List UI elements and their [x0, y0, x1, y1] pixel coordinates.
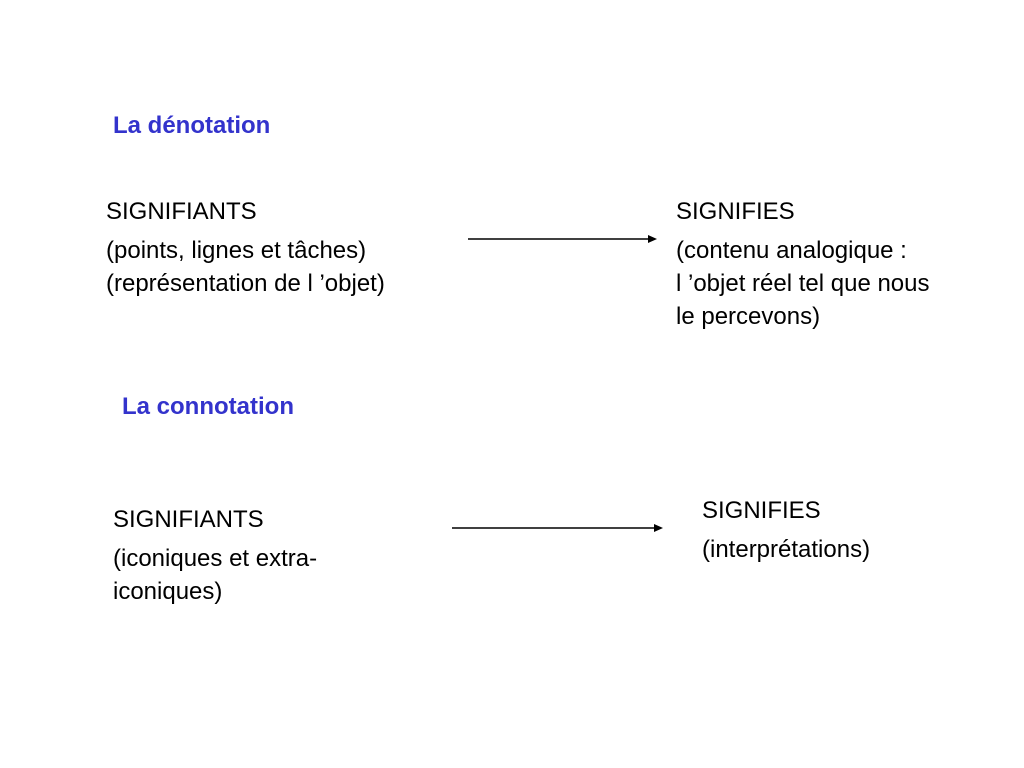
connotation-signifiants-line: (iconiques et extra-	[113, 545, 318, 572]
denotation-signifies-line: l ’objet réel tel que nous	[676, 270, 930, 297]
denotation-signifies-line: (contenu analogique :	[676, 237, 907, 264]
connotation-signifies-title: SIGNIFIES	[702, 497, 821, 524]
denotation-arrow	[468, 235, 657, 243]
denotation-signifies-line: le percevons)	[676, 303, 821, 330]
connotation-signifies-line: (interprétations)	[702, 536, 871, 563]
denotation-signifiants-block: SIGNIFIANTS (points, lignes et tâches) (…	[106, 195, 385, 300]
denotation-signifiants-line: (représentation de l ’objet)	[106, 270, 385, 297]
connotation-signifiants-line: iconiques)	[113, 578, 223, 605]
connotation-arrow	[452, 524, 663, 532]
connotation-signifiants-title: SIGNIFIANTS	[113, 506, 264, 533]
denotation-signifiants-title: SIGNIFIANTS	[106, 198, 257, 225]
denotation-signifies-title: SIGNIFIES	[676, 198, 795, 225]
denotation-signifies-block: SIGNIFIES (contenu analogique : l ’objet…	[676, 195, 930, 333]
denotation-signifiants-line: (points, lignes et tâches)	[106, 237, 367, 264]
connotation-heading: La connotation	[122, 393, 294, 420]
denotation-heading: La dénotation	[113, 112, 271, 139]
connotation-signifies-block: SIGNIFIES (interprétations)	[702, 494, 870, 566]
connotation-signifiants-block: SIGNIFIANTS (iconiques et extra- iconiqu…	[113, 503, 317, 608]
